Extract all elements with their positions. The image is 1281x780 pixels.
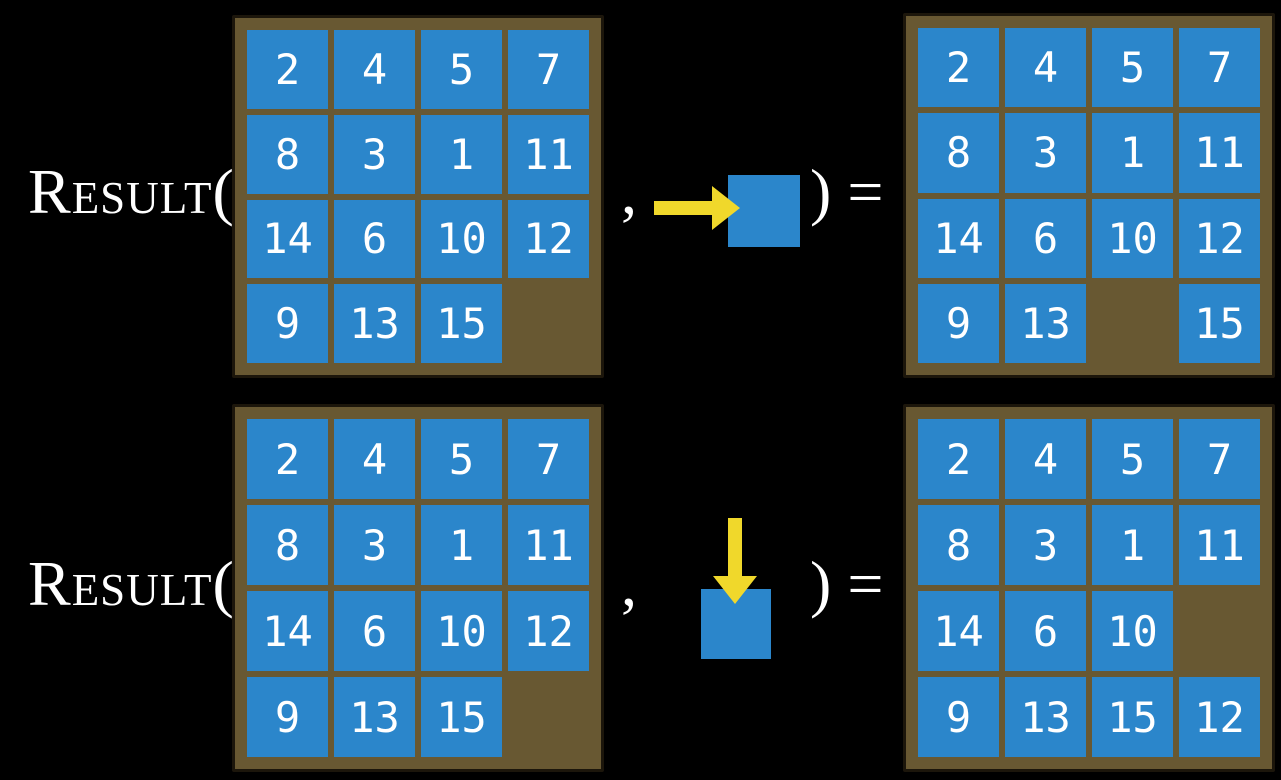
puzzle-tile: 3 xyxy=(334,114,415,194)
puzzle-tile: 11 xyxy=(1179,505,1260,585)
result-function-label: Result( xyxy=(28,548,235,619)
puzzle-tile: 11 xyxy=(508,505,589,585)
result-function-label: Result( xyxy=(28,156,235,227)
puzzle-tile: 3 xyxy=(1005,113,1086,193)
puzzle-tile: 2 xyxy=(918,28,999,108)
puzzle-tile: 15 xyxy=(1179,283,1260,363)
puzzle-tile: 13 xyxy=(334,284,415,363)
puzzle-tile: 7 xyxy=(508,419,589,499)
puzzle-tile: 7 xyxy=(1179,28,1260,108)
puzzle-tile: 13 xyxy=(1005,677,1086,757)
puzzle-tile: 15 xyxy=(421,284,502,363)
puzzle-tile: 4 xyxy=(1005,28,1086,108)
puzzle-tile: 8 xyxy=(918,113,999,193)
puzzle-tile: 10 xyxy=(421,199,502,279)
puzzle-tile: 1 xyxy=(421,114,502,194)
puzzle-tile: 14 xyxy=(247,199,328,279)
puzzle-tile: 8 xyxy=(247,505,328,585)
puzzle-tile: 15 xyxy=(1092,677,1173,757)
puzzle-tile: 7 xyxy=(508,30,589,109)
puzzle-tile: 8 xyxy=(247,114,328,194)
puzzle-tile: 12 xyxy=(508,591,589,671)
puzzle-tile: 1 xyxy=(1092,113,1173,193)
puzzle-tile: 3 xyxy=(1005,505,1086,585)
puzzle-tile: 9 xyxy=(247,677,328,757)
puzzle-tile: 4 xyxy=(334,419,415,499)
puzzle-tile: 12 xyxy=(1179,677,1260,757)
puzzle-tile: 2 xyxy=(247,419,328,499)
arrow-right-icon xyxy=(654,186,740,230)
puzzle-tile: 11 xyxy=(1179,113,1260,193)
puzzle-tile: 11 xyxy=(508,114,589,194)
puzzle-tile: 12 xyxy=(1179,198,1260,278)
puzzle-tile: 10 xyxy=(1092,198,1173,278)
puzzle-tile: 9 xyxy=(918,677,999,757)
puzzle-tile: 14 xyxy=(918,198,999,278)
puzzle-tile: 5 xyxy=(1092,28,1173,108)
puzzle-tile: 8 xyxy=(918,505,999,585)
puzzle-tile: 4 xyxy=(334,30,415,109)
puzzle-tile: 5 xyxy=(421,30,502,109)
empty-cell xyxy=(508,284,589,363)
puzzle-tile: 6 xyxy=(1005,591,1086,671)
puzzle-tile: 1 xyxy=(1092,505,1173,585)
comma-separator: , xyxy=(621,156,637,227)
puzzle-tile: 10 xyxy=(421,591,502,671)
puzzle-tile: 10 xyxy=(1092,591,1173,671)
puzzle-tile: 7 xyxy=(1179,419,1260,499)
puzzle-tile: 14 xyxy=(247,591,328,671)
arrow-down-icon xyxy=(713,518,757,604)
comma-separator: , xyxy=(621,548,637,619)
action-tile xyxy=(728,175,800,247)
close-paren-equals: ) = xyxy=(810,548,884,619)
puzzle-tile: 5 xyxy=(421,419,502,499)
puzzle-tile: 9 xyxy=(247,284,328,363)
puzzle-tile: 6 xyxy=(334,591,415,671)
puzzle-tile: 9 xyxy=(918,283,999,363)
puzzle-tile: 12 xyxy=(508,199,589,279)
puzzle-tile: 6 xyxy=(1005,198,1086,278)
puzzle-tile: 2 xyxy=(918,419,999,499)
puzzle-tile: 5 xyxy=(1092,419,1173,499)
puzzle-tile: 4 xyxy=(1005,419,1086,499)
puzzle-tile: 6 xyxy=(334,199,415,279)
puzzle-tile: 2 xyxy=(247,30,328,109)
empty-cell xyxy=(508,677,589,757)
puzzle-tile: 14 xyxy=(918,591,999,671)
puzzle-tile: 1 xyxy=(421,505,502,585)
puzzle-tile: 3 xyxy=(334,505,415,585)
empty-cell xyxy=(1179,591,1260,671)
puzzle-tile: 13 xyxy=(1005,283,1086,363)
puzzle-tile: 13 xyxy=(334,677,415,757)
close-paren-equals: ) = xyxy=(810,156,884,227)
puzzle-tile: 15 xyxy=(421,677,502,757)
empty-cell xyxy=(1092,284,1173,363)
